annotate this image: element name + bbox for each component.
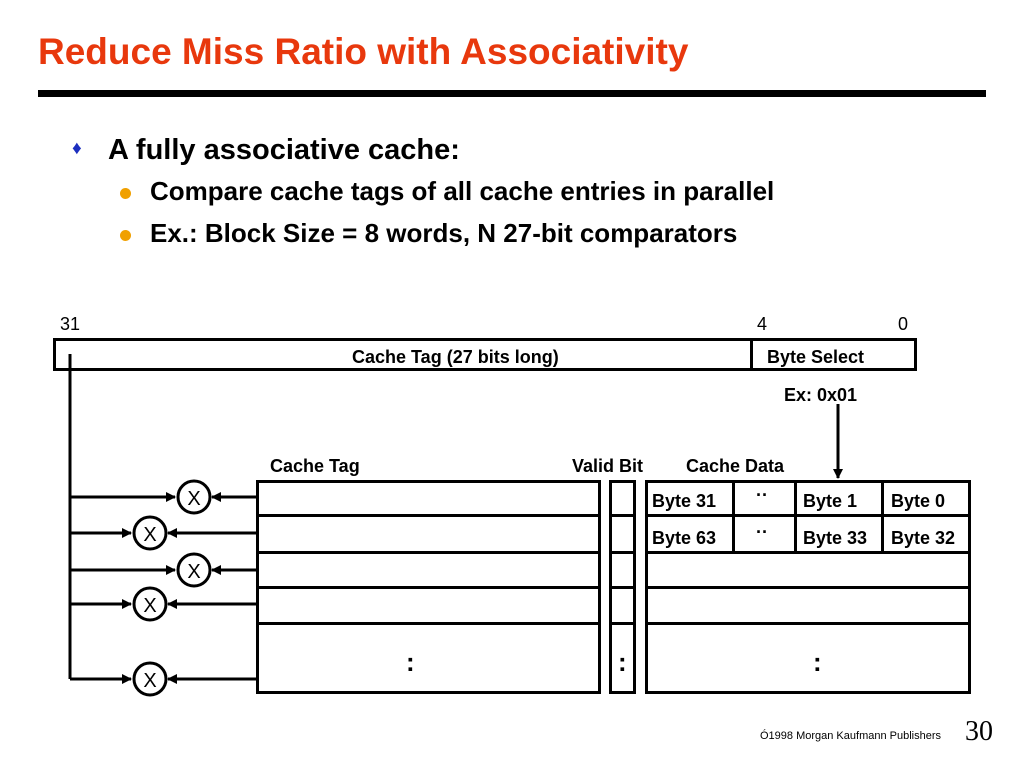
valid-ellipsis: :: [618, 647, 627, 677]
tag-ellipsis: :: [406, 647, 415, 677]
comparator-label: X: [187, 561, 200, 583]
bullet-main: A fully associative cache:: [108, 134, 460, 166]
valid-bit-header: Valid Bit: [572, 456, 644, 476]
diamond-bullet-icon: ♦: [72, 138, 82, 159]
tag-field-label: Cache Tag (27 bits long): [352, 347, 559, 367]
row-divider: [256, 586, 601, 589]
row-divider: [609, 551, 636, 554]
cache-data-header: Cache Data: [686, 456, 785, 476]
bit-4-label: 4: [757, 314, 768, 334]
row-divider: [645, 551, 971, 554]
bit-31-label: 31: [60, 314, 81, 334]
address-divider: [750, 338, 753, 371]
cell-divider: [794, 480, 797, 554]
slide-title: Reduce Miss Ratio with Associativity: [38, 31, 689, 72]
comparator-icon: [132, 586, 168, 622]
comparator-icon: [176, 552, 212, 588]
comparator-icon: [132, 515, 168, 551]
data-cell: Byte 1: [803, 491, 858, 511]
cell-divider: [881, 480, 884, 554]
comparator-label: X: [143, 670, 156, 692]
cell-divider: [732, 480, 735, 554]
byte-select-label: Byte Select: [767, 347, 865, 367]
comparator-icon: [176, 479, 212, 515]
data-cell: Byte 32: [891, 528, 956, 548]
cache-tag-header: Cache Tag: [270, 456, 360, 476]
row-divider: [256, 622, 601, 625]
dot-bullet-icon: [120, 188, 131, 199]
copyright-footer: Ó1998 Morgan Kaufmann Publishers: [760, 730, 941, 742]
data-cell: Byte 33: [803, 528, 868, 548]
data-dots: ··: [756, 522, 768, 542]
comparator-label: X: [143, 524, 156, 546]
row-divider: [609, 586, 636, 589]
data-cell: Byte 0: [891, 491, 946, 511]
data-ellipsis: :: [813, 647, 822, 677]
comparator-label: X: [187, 488, 200, 510]
subbullet-example: Ex.: Block Size = 8 words, N 27-bit comp…: [150, 218, 738, 248]
comparator-icon: [132, 661, 168, 697]
address-register: [53, 338, 917, 371]
page-number: 30: [965, 716, 993, 747]
data-cell: Byte 31: [652, 491, 717, 511]
data-cell: Byte 63: [652, 528, 717, 548]
example-label: Ex: 0x01: [784, 385, 858, 405]
bit-0-label: 0: [898, 314, 909, 334]
row-divider: [609, 514, 636, 517]
row-divider: [645, 622, 971, 625]
row-divider: [609, 622, 636, 625]
dot-bullet-icon: [120, 230, 131, 241]
comparator-label: X: [143, 595, 156, 617]
row-divider: [645, 586, 971, 589]
row-divider: [256, 551, 601, 554]
title-rule: [38, 90, 986, 97]
subbullet-compare: Compare cache tags of all cache entries …: [150, 176, 775, 206]
data-dots: ··: [756, 485, 768, 505]
row-divider: [256, 514, 601, 517]
row-divider: [645, 514, 971, 517]
